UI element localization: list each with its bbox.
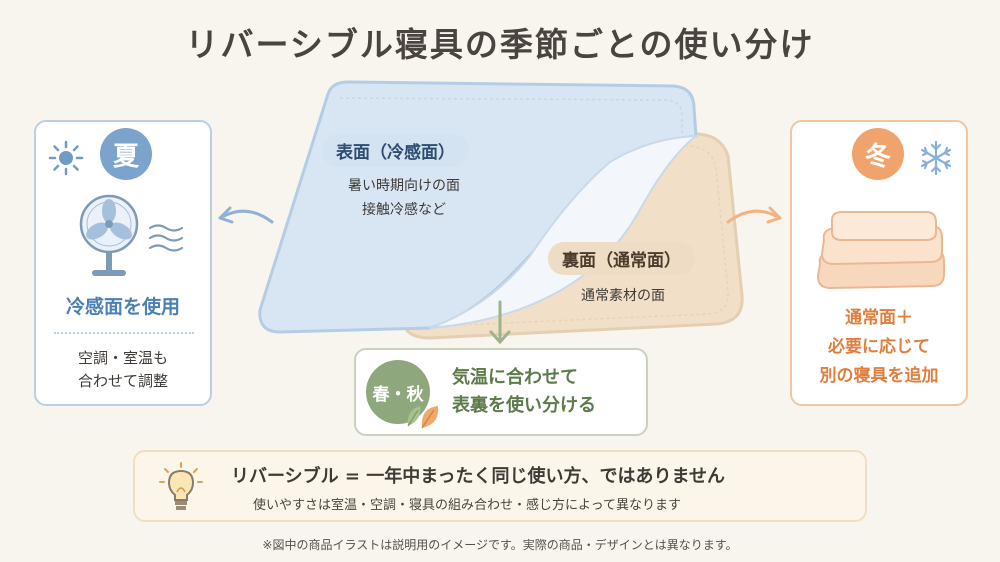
summer-panel: 夏 冷感面を使用 空調・室温も 合わせて調整 bbox=[34, 120, 212, 406]
normal-side-description: 通常素材の面 bbox=[581, 288, 665, 304]
winter-badge: 冬 bbox=[852, 128, 904, 180]
summer-badge: 夏 bbox=[100, 128, 152, 180]
winter-main-text: 通常面＋ 必要に応じて 別の寝具を追加 bbox=[819, 308, 939, 386]
info-sub-text: 使いやすさは室温・空調・寝具の組み合わせ・感じ方によって異なります bbox=[253, 498, 681, 513]
arrow-to-summer-icon bbox=[218, 206, 274, 224]
summer-sub-text: 空調・室温も 合わせて調整 bbox=[77, 349, 168, 390]
arrow-to-winter-icon bbox=[726, 206, 782, 224]
info-box: リバーシブル = 一年中まったく同じ使い方、ではありません 使いやすさは室温・空… bbox=[133, 450, 867, 522]
wind-icon bbox=[148, 224, 184, 252]
sun-icon bbox=[48, 140, 84, 176]
spring-autumn-panel: 春・秋 気温に合わせて 表裏を使い分ける bbox=[354, 348, 648, 436]
cool-side-description: 暑い時期向けの面 接触冷感など bbox=[348, 178, 460, 218]
lightbulb-icon bbox=[159, 462, 203, 510]
folded-blanket-icon bbox=[816, 211, 945, 290]
winter-panel: 冬 通常面＋ 必要に応じて 別の寝具を追加 bbox=[790, 120, 968, 406]
arrow-to-spring-autumn-icon bbox=[489, 300, 511, 345]
snowflake-icon bbox=[920, 140, 952, 176]
footnote: ※図中の商品イラストは説明用のイメージです。実際の商品・デザインとは異なります。 bbox=[262, 538, 738, 552]
spring-autumn-text: 気温に合わせて 表裏を使い分ける bbox=[452, 367, 596, 416]
leaves-icon bbox=[407, 406, 439, 429]
summer-divider bbox=[54, 332, 194, 334]
normal-side-label: 裏面（通常面） bbox=[548, 242, 695, 275]
summer-main-label: 冷感面を使用 bbox=[65, 296, 180, 318]
cool-side-label: 表面（冷感面） bbox=[322, 134, 469, 167]
info-main-text: リバーシブル = 一年中まったく同じ使い方、ではありません bbox=[231, 466, 725, 487]
page-title: リバーシブル寝具の季節ごとの使い分け bbox=[185, 25, 815, 64]
fan-icon bbox=[79, 194, 139, 276]
